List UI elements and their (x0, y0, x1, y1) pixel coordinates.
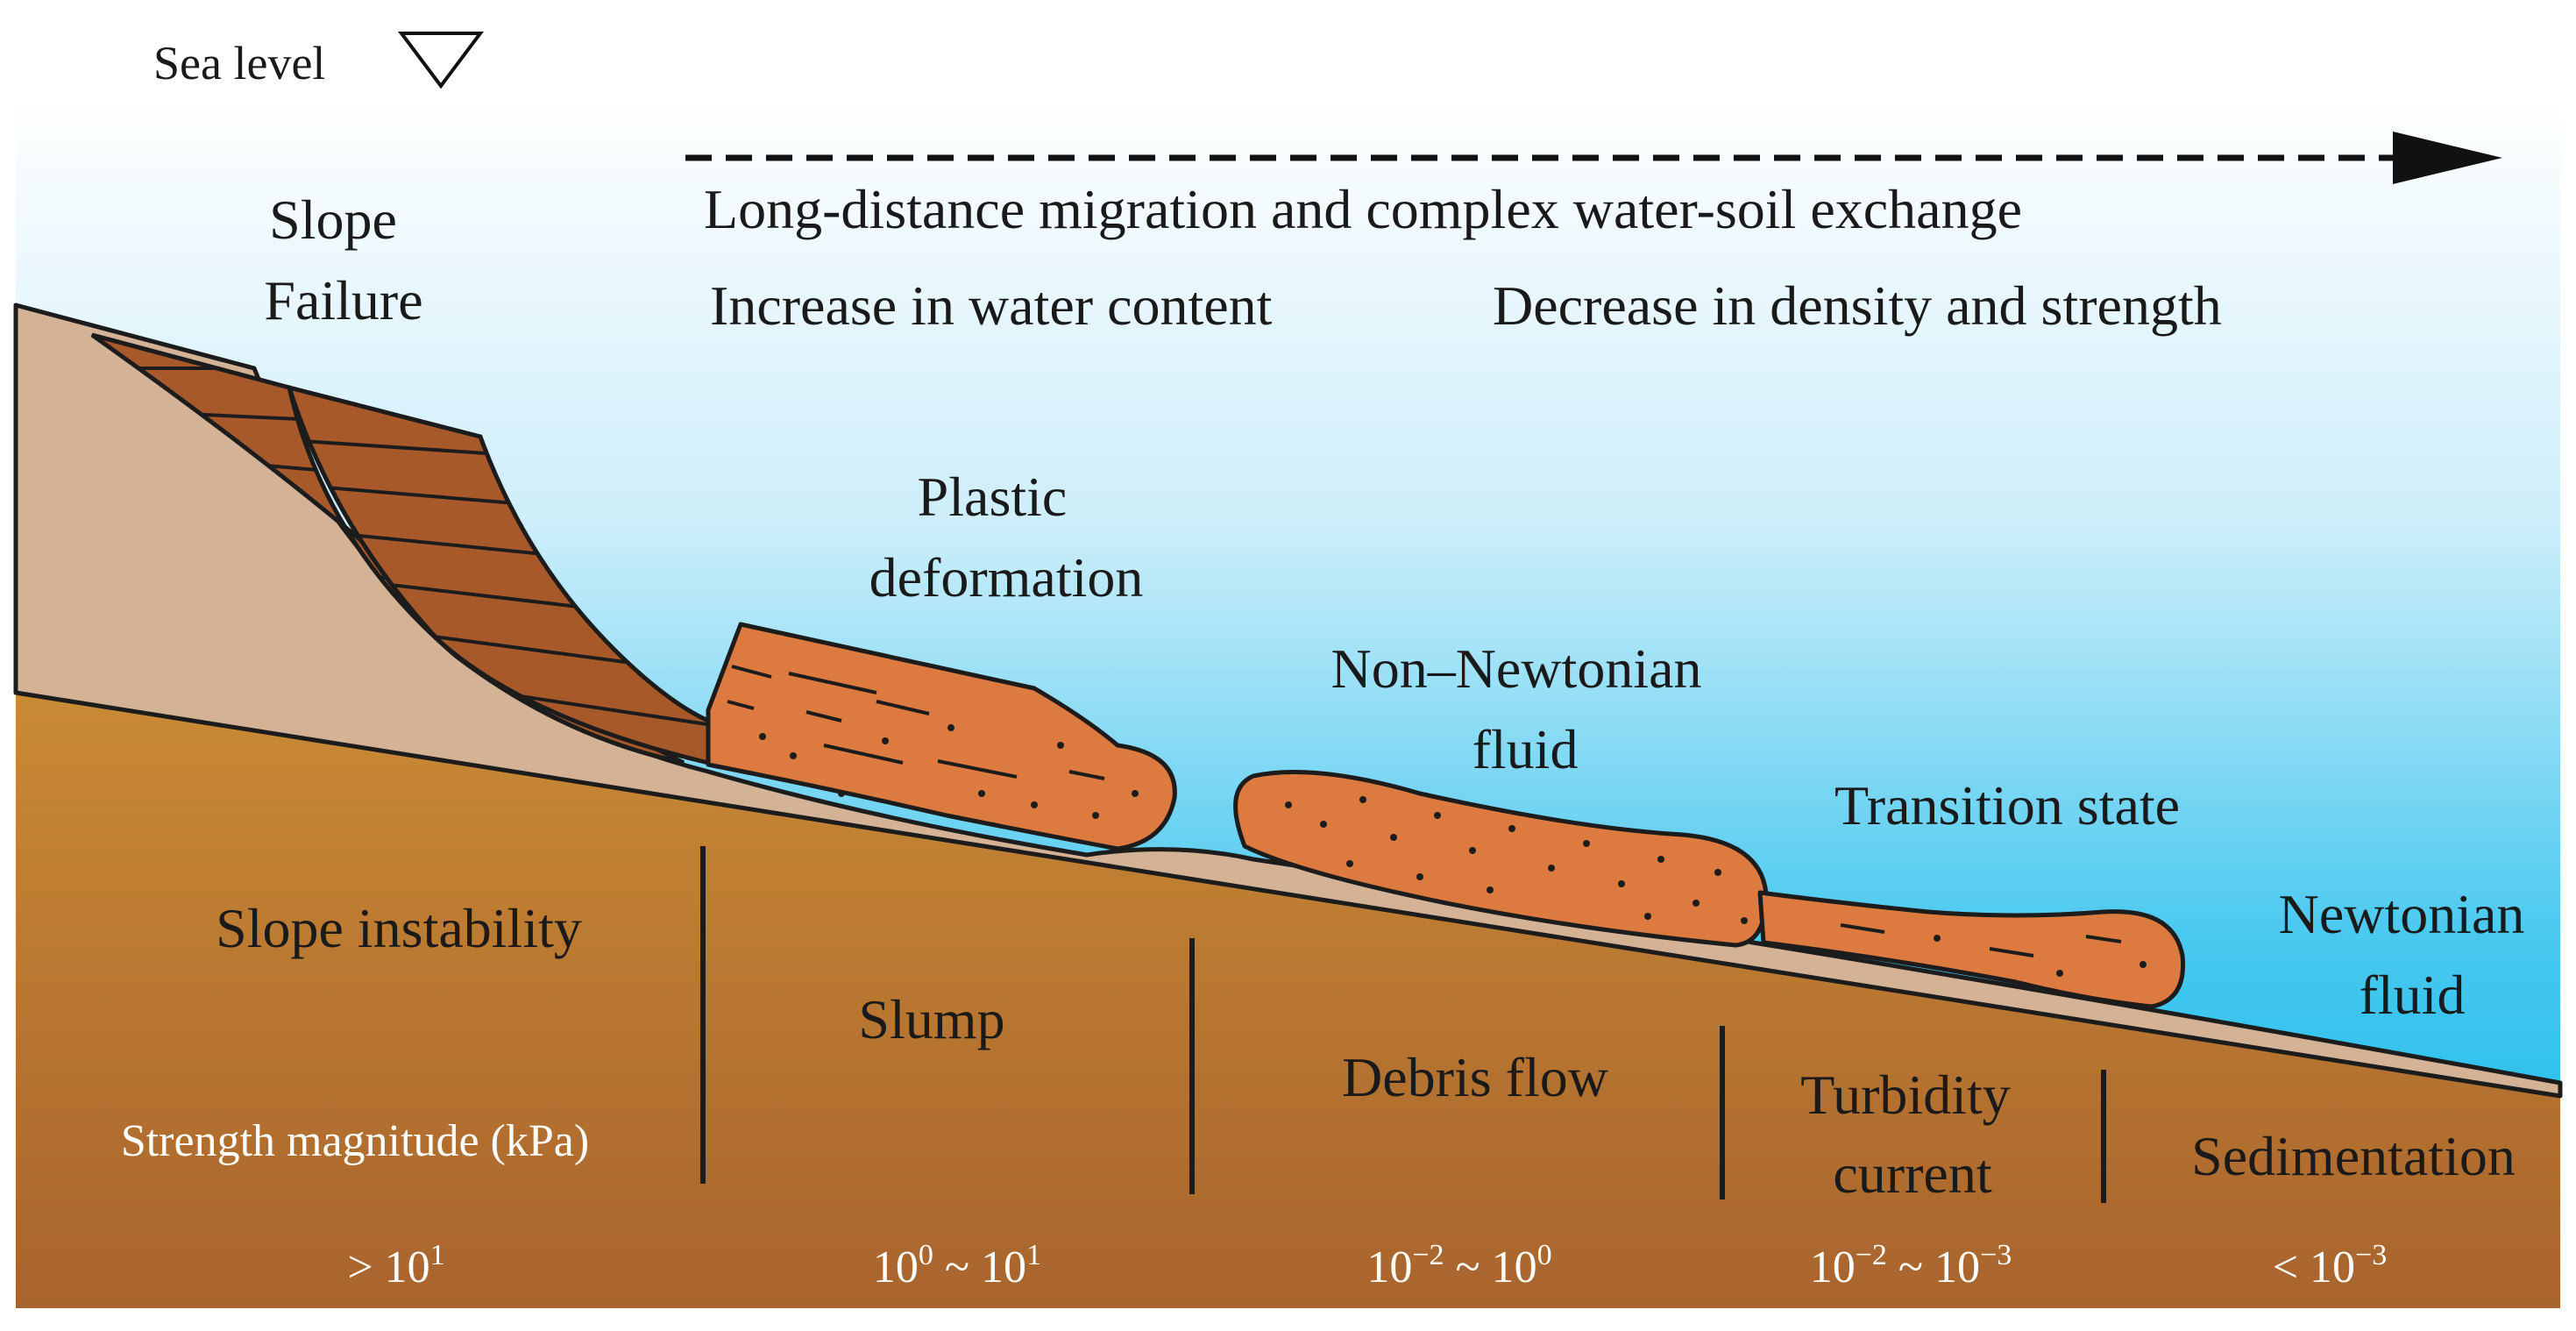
slump-internal-lines (727, 665, 1105, 780)
turbidity-internal-lines (1840, 923, 2122, 957)
non-newtonian-label: Non–Newtonian fluid (1331, 637, 1715, 780)
plastic-deformation-label: Plastic deformation (869, 466, 1144, 609)
newtonian-fluid-label: Newtonian fluid (2279, 883, 2539, 1026)
transition-state-label: Transition state (1834, 774, 2180, 836)
strength-range-4: 10−2 ~ 10−3 (1810, 1239, 2012, 1292)
strength-axis-label: Strength magnitude (kPa) (121, 1116, 589, 1166)
migration-text: Long-distance migration and complex wate… (704, 178, 2022, 240)
slope-instability-label: Slope instability (216, 897, 582, 959)
debris-flow-deposit (1233, 770, 1769, 948)
debris-flow-label: Debris flow (1342, 1046, 1608, 1108)
turbidity-current-label: Turbidity current (1800, 1064, 2025, 1205)
density-strength-text: Decrease in density and strength (1493, 274, 2222, 337)
slope-failure-label: Slope Failure (264, 189, 422, 331)
migration-arrow-head (2393, 132, 2502, 184)
zone-dividers (700, 846, 2106, 1203)
strength-range-2: 100 ~ 101 (873, 1239, 1041, 1292)
debris-flow-dots (1285, 796, 1748, 924)
turbidity-deposit (1757, 890, 2186, 1009)
strength-range-3: 10−2 ~ 100 (1366, 1239, 1551, 1292)
failure-block-upper (90, 332, 685, 765)
sea-level-icon (398, 32, 484, 89)
sedimentation-label: Sedimentation (2191, 1125, 2516, 1187)
turbidity-dots (1934, 935, 2147, 977)
strength-range-1: > 101 (347, 1239, 444, 1292)
strength-range-5: < 10−3 (2273, 1239, 2388, 1292)
slump-label: Slump (858, 988, 1004, 1050)
water-content-text: Increase in water content (710, 274, 1273, 337)
ground-strata (16, 693, 2560, 1308)
sea-level-label: Sea level (153, 37, 325, 89)
failure-block-lower (286, 384, 711, 766)
slump-dots (759, 724, 1139, 819)
